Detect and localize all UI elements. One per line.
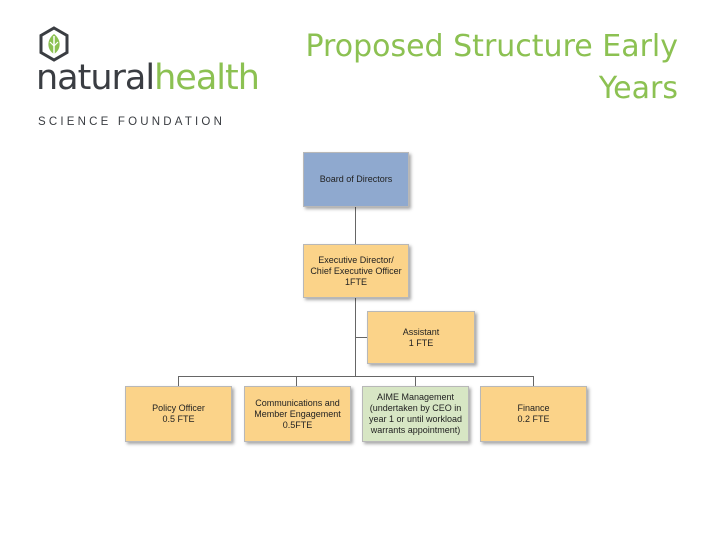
communications-label: Communications and Member Engagement 0.5…: [254, 397, 341, 430]
communications-box: Communications and Member Engagement 0.5…: [244, 386, 351, 442]
policy-label: Policy Officer 0.5 FTE: [152, 403, 205, 424]
aime-management-box: AIME Management (undertaken by CEO in ye…: [362, 386, 469, 442]
connector-horizontal-bar: [178, 376, 534, 377]
finance-label: Finance 0.2 FTE: [517, 403, 550, 424]
finance-box: Finance 0.2 FTE: [480, 386, 587, 442]
connector-policy: [178, 376, 179, 386]
connector-board-executive: [355, 207, 356, 244]
title-line-1: Proposed Structure Early: [305, 29, 678, 64]
connector-assistant: [355, 337, 367, 338]
connector-communications: [296, 376, 297, 386]
logo: naturalhealth SCIENCE FOUNDATION: [34, 26, 260, 128]
executive-director-box: Executive Director/ Chief Executive Offi…: [303, 244, 409, 298]
title-line-2: Years: [598, 71, 678, 106]
executive-label: Executive Director/ Chief Executive Offi…: [310, 254, 402, 287]
logo-word-natural: natural: [36, 58, 155, 98]
board-label: Board of Directors: [319, 174, 393, 184]
assistant-label: Assistant 1 FTE: [402, 326, 440, 348]
board-of-directors-box: Board of Directors: [303, 152, 409, 207]
page-title: Proposed Structure Early Years: [258, 26, 678, 110]
policy-officer-box: Policy Officer 0.5 FTE: [125, 386, 232, 442]
logo-word-health: health: [154, 58, 260, 98]
leaf-hexagon-icon: [39, 26, 69, 62]
logo-subtitle: SCIENCE FOUNDATION: [38, 116, 226, 128]
connector-finance: [533, 376, 534, 386]
aime-label: AIME Management (undertaken by CEO in ye…: [368, 392, 463, 435]
assistant-box: Assistant 1 FTE: [367, 311, 475, 364]
logo-wordmark: naturalhealth: [36, 58, 260, 98]
connector-aime: [415, 376, 416, 386]
